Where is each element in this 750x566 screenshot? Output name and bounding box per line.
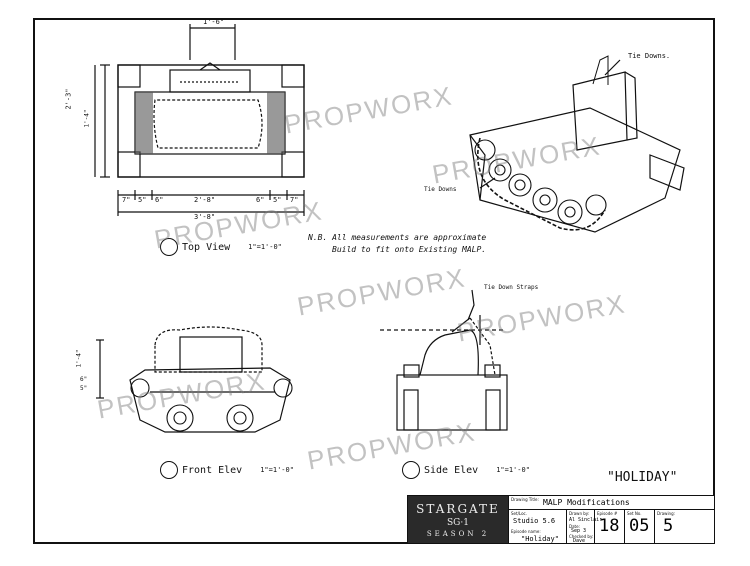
title-block-fields: Drawing Title: MALP Modifications Set/Lo… <box>509 496 714 544</box>
dim-inner-length: 2'-8" <box>194 196 216 204</box>
checked-by: Dave <box>573 538 586 544</box>
isometric-view-drawing <box>469 55 685 233</box>
set-episode-cell: Set/Loc. Studio 5.6 Episode name: "Holid… <box>509 510 567 543</box>
drawn-by: Al Sinclair <box>569 517 603 523</box>
set-no-caption: Set No. <box>627 511 642 516</box>
title-block: STARGATE SG·1 SEASON 2 Drawing Title: MA… <box>407 495 715 544</box>
checked-caption: Checked by: <box>569 534 594 539</box>
drawing-no-caption: Drawing: <box>657 511 675 516</box>
top-view-label: Top View 1"=1'-0" <box>160 238 282 256</box>
logo-line2: SG·1 <box>447 517 469 528</box>
info-row: Set/Loc. Studio 5.6 Episode name: "Holid… <box>509 510 714 544</box>
episode-name: "Holiday" <box>521 535 559 543</box>
dim-front-h1: 1'-4" <box>75 349 83 368</box>
top-view-scale: 1"=1'-0" <box>248 243 282 251</box>
set-value: Studio 5.6 <box>513 517 556 525</box>
side-elev-title: Side Elev <box>424 464 479 476</box>
dim-seg-f: 7" <box>290 196 299 204</box>
drawn-cell: Drawn by: Al Sinclair Date: Sep 3 Checke… <box>567 510 602 544</box>
dim-left-height: 2'-3" <box>64 88 73 110</box>
episode-label: "HOLIDAY" <box>607 470 678 485</box>
episode-no-caption: Episode # <box>597 511 618 516</box>
front-elev-scale: 1"=1'-0" <box>260 466 294 474</box>
note-nb-line2: Build to fit onto Existing MALP. <box>332 245 487 254</box>
set-no: 05 <box>629 516 650 536</box>
date: Sep 3 <box>571 528 587 534</box>
set-no-cell: Set No. 05 <box>625 510 655 543</box>
dim-front-h2: 6" <box>80 376 88 383</box>
episode-name-caption: Episode name: <box>511 529 541 534</box>
front-elev-label: Front Elev 1"=1'-0" <box>160 461 294 479</box>
dim-seg-b: 5" <box>138 196 147 204</box>
side-elev-scale: 1"=1'-0" <box>496 466 530 474</box>
stargate-logo: STARGATE SG·1 SEASON 2 <box>408 496 509 543</box>
note-tie-downs-top: Tie Downs. <box>628 52 671 60</box>
note-tie-downs-side: Tie Downs <box>424 186 457 193</box>
episode-no-cell: Episode # 18 <box>595 510 625 543</box>
front-elevation-drawing <box>96 326 293 433</box>
note-tie-down-straps: Tie Down Straps <box>484 284 539 291</box>
top-view-drawing <box>94 24 305 216</box>
drawing-title-cell: Drawing Title: MALP Modifications <box>509 496 714 509</box>
view-marker-icon <box>160 461 178 479</box>
dim-overall-width: 3'-8" <box>194 213 216 221</box>
note-nb-line1: N.B. All measurements are approximate <box>308 233 487 242</box>
set-caption: Set/Loc. <box>511 511 527 516</box>
dim-seg-a: 7" <box>122 196 131 204</box>
drawing-no-cell: Drawing: 5 <box>655 510 714 543</box>
dim-seg-c: 6" <box>155 196 164 204</box>
drawing-border <box>33 18 715 544</box>
logo-line1: STARGATE <box>416 501 500 516</box>
dim-mid-height: 1'-4" <box>83 109 91 128</box>
front-elev-title: Front Elev <box>182 464 243 476</box>
side-elev-label: Side Elev 1"=1'-0" <box>402 461 530 479</box>
drawn-by-caption: Drawn by: <box>569 511 590 516</box>
top-view-title: Top View <box>182 241 231 253</box>
logo-line3: SEASON 2 <box>426 529 490 538</box>
title-row: Drawing Title: MALP Modifications <box>509 496 714 510</box>
date-caption: Date: <box>569 524 580 529</box>
drawing-title-caption: Drawing Title: <box>511 497 539 502</box>
dim-top-width: 1'-6" <box>203 18 225 26</box>
view-marker-icon <box>402 461 420 479</box>
drawing-no: 5 <box>663 516 674 536</box>
view-marker-icon <box>160 238 178 256</box>
drawing-title: MALP Modifications <box>543 498 630 507</box>
side-elevation-drawing <box>380 289 508 431</box>
episode-no: 18 <box>599 516 620 536</box>
dim-front-h3: 5" <box>80 385 88 392</box>
dim-seg-d: 6" <box>256 196 265 204</box>
dim-seg-e: 5" <box>273 196 282 204</box>
